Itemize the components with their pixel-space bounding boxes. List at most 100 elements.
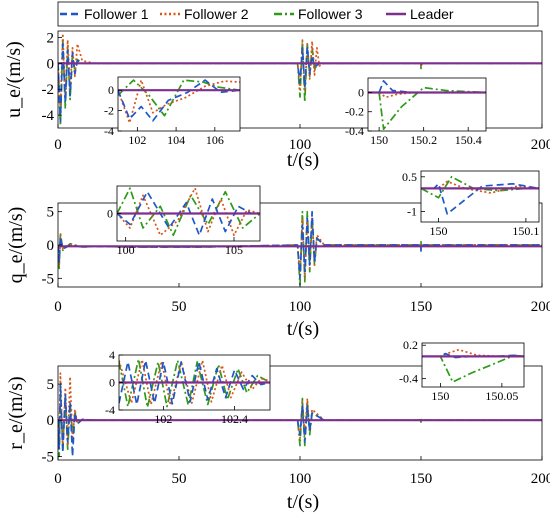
x-tick-label: 105 bbox=[225, 243, 243, 257]
y-tick-label: 0 bbox=[47, 56, 55, 72]
axes-frame bbox=[367, 77, 487, 132]
legend-item: Follower 2 bbox=[160, 6, 249, 22]
plot-background bbox=[422, 343, 524, 387]
plot-background bbox=[118, 77, 240, 131]
y-tick-label: -5 bbox=[42, 449, 55, 465]
y-tick-label: 0 bbox=[47, 238, 55, 254]
inset-2: 150 150.2 150.4 0 -0.2 -0.4 bbox=[345, 77, 487, 147]
x-tick-label: 0 bbox=[54, 471, 62, 487]
inset-1: 100 105 0 bbox=[107, 185, 261, 257]
y-tick-label: -0.4 bbox=[399, 372, 418, 386]
panel-1: 0 100 200 2 0 -2 -4 t/(s) u_e/(m/s) 102 104 106 0 -2 -… bbox=[3, 30, 550, 171]
inset-1: 102 104 106 0 -2 -4 bbox=[104, 76, 241, 147]
y-tick-label: 2 bbox=[47, 30, 55, 46]
x-tick-label: 150 bbox=[429, 224, 447, 238]
y-tick-label: -4 bbox=[104, 124, 114, 138]
legend-label: Follower 3 bbox=[298, 6, 363, 22]
y-tick-label: -2 bbox=[42, 82, 55, 98]
x-tick-label: 150.4 bbox=[455, 133, 482, 147]
legend-label: Follower 1 bbox=[84, 6, 149, 22]
axes-frame bbox=[420, 170, 540, 223]
x-tick-label: 150 bbox=[410, 299, 433, 315]
axes-frame bbox=[117, 76, 241, 132]
series-line-follower-1 bbox=[117, 190, 260, 237]
series-group bbox=[58, 32, 542, 127]
legend-item: Follower 1 bbox=[60, 6, 149, 22]
y-tick-label: -1 bbox=[407, 205, 417, 219]
x-tick-label: 50 bbox=[172, 471, 187, 487]
x-tick-label: 100 bbox=[289, 137, 312, 153]
y-tick-label: -0.2 bbox=[345, 105, 364, 119]
legend-item: Follower 3 bbox=[274, 6, 363, 22]
legend-label: Leader bbox=[410, 6, 454, 22]
inset-2: 150 150.1 0.5 -1 bbox=[402, 170, 540, 238]
x-axis-label: t/(s) bbox=[287, 318, 319, 340]
y-tick-label: 0 bbox=[108, 83, 114, 97]
series-line-follower-3 bbox=[117, 187, 260, 237]
y-tick-label: 0 bbox=[107, 207, 113, 221]
x-tick-label: 104 bbox=[167, 133, 185, 147]
x-tick-label: 200 bbox=[531, 471, 550, 487]
x-tick-label: 200 bbox=[531, 299, 550, 315]
x-tick-label: 150.2 bbox=[410, 133, 437, 147]
x-tick-label: 106 bbox=[206, 133, 224, 147]
x-tick-label: 150 bbox=[410, 471, 433, 487]
y-tick-label: 0 bbox=[358, 85, 364, 99]
x-tick-label: 150.05 bbox=[485, 389, 518, 403]
x-tick-label: 0 bbox=[54, 137, 62, 153]
y-axis-label: r_e/(m/s) bbox=[5, 376, 27, 449]
y-tick-label: 0 bbox=[109, 376, 115, 390]
legend-box bbox=[57, 1, 539, 27]
x-tick-label: 200 bbox=[531, 137, 550, 153]
y-tick-label: 4 bbox=[109, 348, 115, 362]
series-group bbox=[119, 358, 270, 409]
series-group bbox=[58, 210, 542, 286]
y-tick-label: 5 bbox=[47, 205, 55, 221]
x-axis-label: t/(s) bbox=[287, 149, 319, 171]
x-axis-label: t/(s) bbox=[287, 491, 319, 513]
legend-item: Leader bbox=[386, 6, 454, 22]
series-line-follower-2 bbox=[118, 79, 240, 124]
series-line-follower-1 bbox=[118, 79, 240, 122]
axes-frame bbox=[421, 342, 525, 388]
x-tick-label: 100 bbox=[289, 471, 312, 487]
y-axis-label: q_e/(m/s) bbox=[5, 207, 27, 284]
y-tick-label: 0.2 bbox=[403, 338, 418, 352]
y-tick-label: 5 bbox=[47, 377, 55, 393]
x-tick-label: 100 bbox=[289, 299, 312, 315]
x-tick-label: 50 bbox=[172, 299, 187, 315]
x-tick-label: 150 bbox=[431, 389, 449, 403]
chart-panels: 0 100 200 2 0 -2 -4 t/(s) u_e/(m/s) 102 104 106 0 -2 -… bbox=[3, 30, 550, 513]
series-group bbox=[118, 79, 240, 124]
y-tick-label: 0 bbox=[47, 413, 55, 429]
x-tick-label: 0 bbox=[54, 299, 62, 315]
y-tick-label: -0.4 bbox=[345, 124, 364, 138]
x-tick-label: 150.1 bbox=[512, 224, 539, 238]
series-group bbox=[421, 175, 539, 215]
inset-2: 150 150.05 0.2 -0.4 bbox=[399, 338, 525, 403]
x-tick-label: 102.4 bbox=[221, 412, 248, 426]
y-axis-label: u_e/(m/s) bbox=[3, 41, 25, 118]
x-tick-label: 102 bbox=[128, 133, 146, 147]
y-tick-label: -2 bbox=[104, 104, 114, 118]
legend-label: Follower 2 bbox=[184, 6, 249, 22]
series-group bbox=[422, 348, 524, 383]
plot-background bbox=[368, 78, 486, 131]
series-line-follower-2 bbox=[58, 32, 542, 110]
series-group bbox=[368, 80, 486, 130]
x-tick-label: 100 bbox=[117, 243, 135, 257]
series-group bbox=[117, 187, 260, 237]
series-line-follower-3 bbox=[378, 86, 486, 130]
series-group bbox=[58, 372, 542, 458]
legend: Follower 1 Follower 2 Follower 3 Leader bbox=[57, 1, 539, 27]
x-tick-label: 150 bbox=[370, 133, 388, 147]
y-tick-label: -4 bbox=[42, 108, 55, 124]
x-tick-label: 102 bbox=[154, 412, 172, 426]
y-tick-label: 0.5 bbox=[402, 170, 417, 184]
plot-background bbox=[421, 171, 539, 222]
y-tick-label: -5 bbox=[42, 271, 55, 287]
